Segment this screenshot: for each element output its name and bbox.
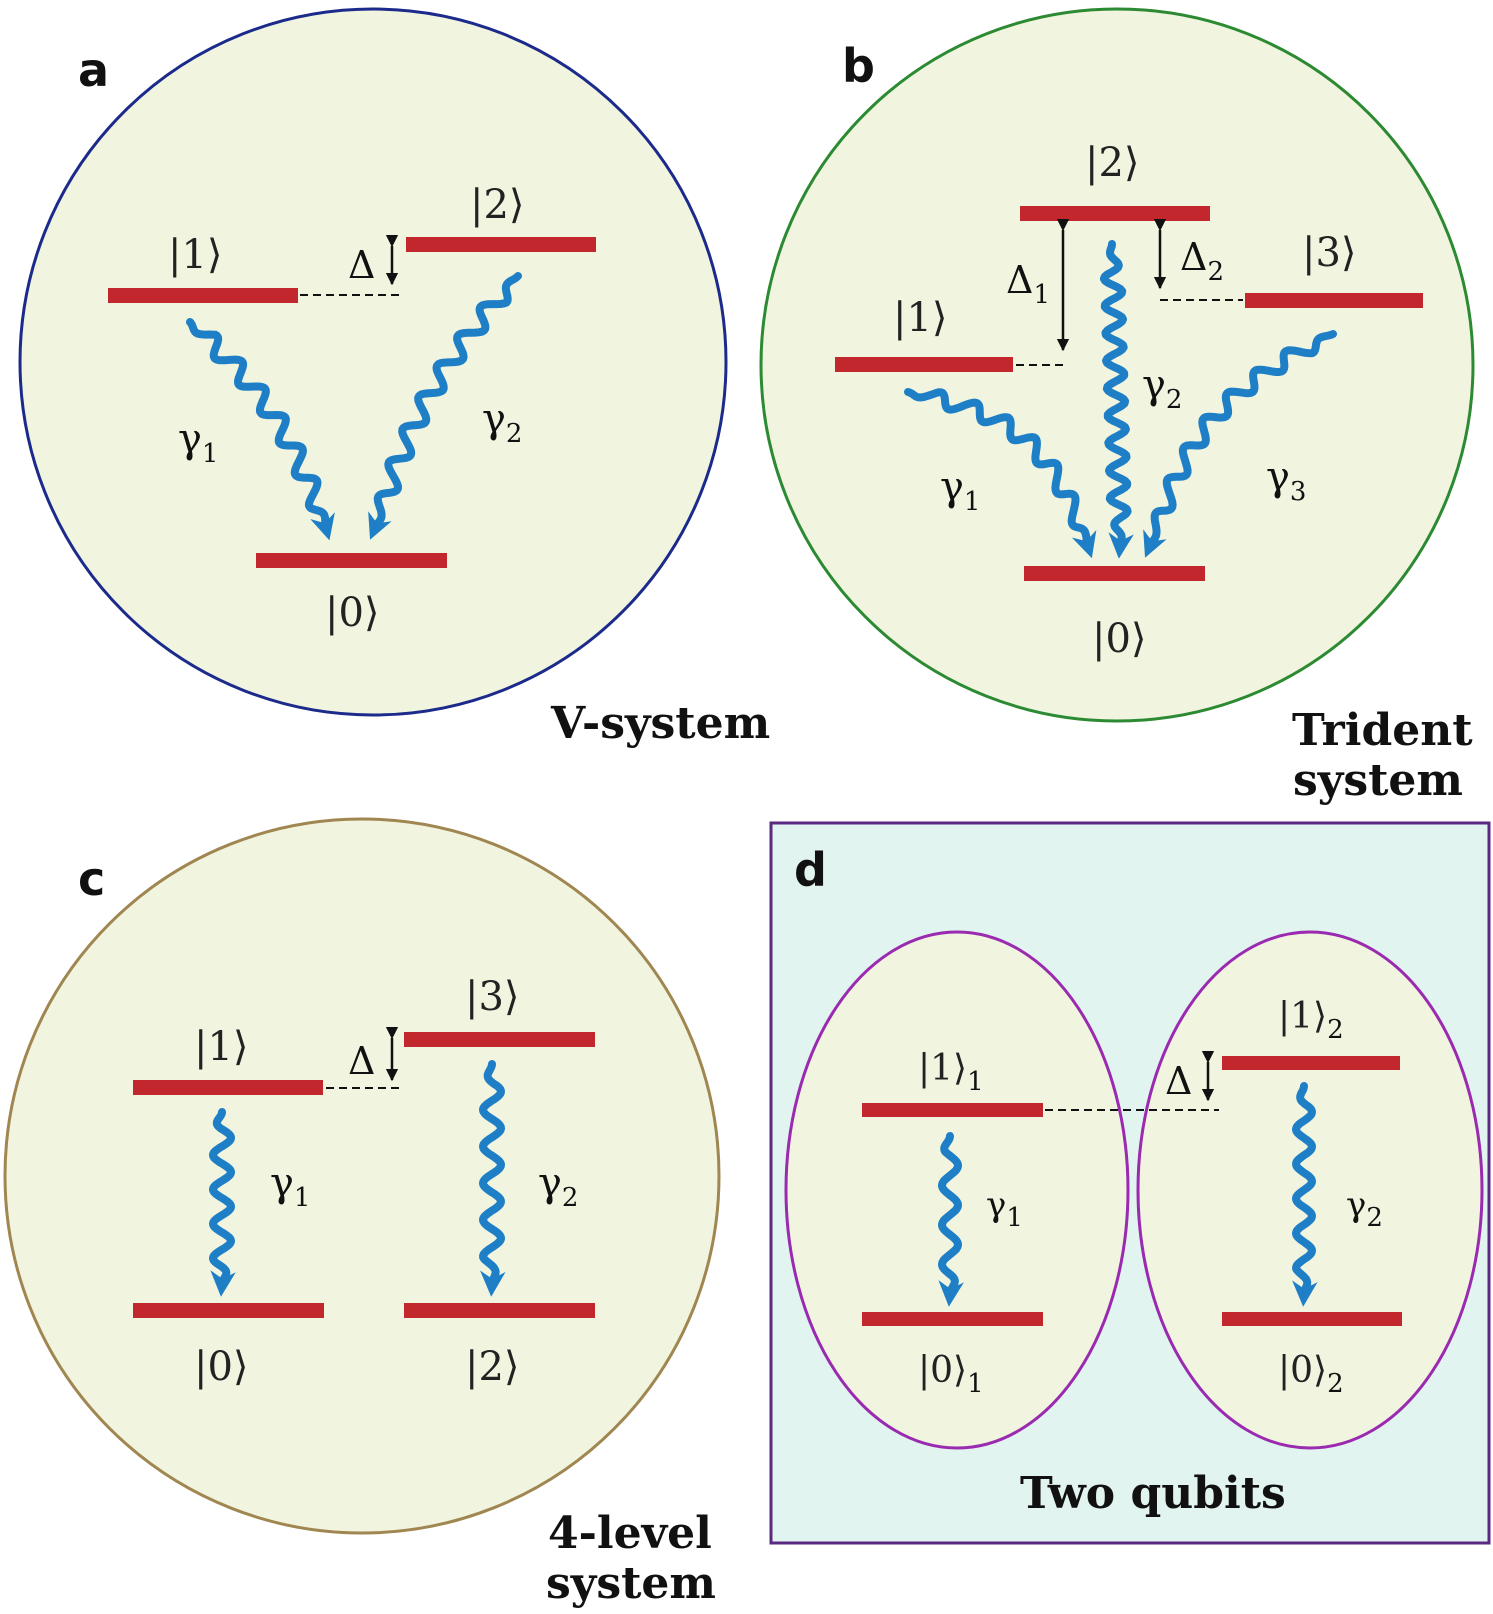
level-d-q2-1 xyxy=(1222,1056,1400,1070)
gamma-a-1: γ1 xyxy=(178,416,218,469)
panel-d-label: d xyxy=(794,843,827,897)
decay-arrow-b-2 xyxy=(1099,240,1134,559)
gamma-d-1: γ1 xyxy=(986,1185,1023,1233)
level-d-q1-0 xyxy=(862,1312,1043,1326)
ket-b-2: |2⟩ xyxy=(1085,140,1140,186)
level-b-1 xyxy=(835,357,1013,372)
decay-arrow-c-2 xyxy=(479,1060,506,1297)
gamma-c-2: γ2 xyxy=(538,1160,578,1213)
caption-b-line1: Trident xyxy=(1292,705,1473,756)
caption-d: Two qubits xyxy=(1020,1468,1286,1519)
ket-a-1: |1⟩ xyxy=(168,232,223,278)
panel-b-label: b xyxy=(842,39,875,93)
panel-a: a Δ |1⟩ |2⟩ |0⟩ γ1 γ2 V-system xyxy=(18,7,770,749)
gamma-b-1: γ1 xyxy=(940,464,980,517)
panel-d: d Δ |1⟩1 |1⟩2 |0⟩1 |0⟩2 γ1 γ2 Two qubits xyxy=(769,821,1491,1545)
caption-c-line2: system xyxy=(546,1558,716,1609)
ket-c-3: |3⟩ xyxy=(465,974,520,1020)
level-a-0 xyxy=(256,553,447,568)
panel-a-circle xyxy=(18,7,728,717)
panel-c-label: c xyxy=(78,852,105,906)
gamma-b-3: γ3 xyxy=(1266,454,1306,507)
ket-a-0: |0⟩ xyxy=(325,590,380,636)
gamma-d-2: γ2 xyxy=(1346,1185,1383,1233)
caption-c-line1: 4-level xyxy=(548,1508,712,1559)
level-b-2 xyxy=(1020,206,1210,221)
panel-c-circle xyxy=(3,817,721,1535)
caption-b-line2: system xyxy=(1293,755,1463,806)
delta1-b: Δ1 xyxy=(1006,258,1050,310)
decay-arrow-c-1 xyxy=(209,1108,236,1297)
decay-arrow-d-1 xyxy=(938,1132,964,1307)
panel-a-label: a xyxy=(78,43,109,97)
level-b-0 xyxy=(1024,566,1205,581)
ket-a-2: |2⟩ xyxy=(470,182,525,228)
decay-arrow-b-3 xyxy=(1143,330,1337,558)
gamma-b-2: γ2 xyxy=(1142,362,1182,415)
panel-b: b Δ1 Δ2 |2⟩ |1⟩ |3⟩ |0⟩ γ1 γ2 γ3 Trident… xyxy=(759,7,1475,806)
level-a-1 xyxy=(108,288,298,303)
ket-b-3: |3⟩ xyxy=(1302,230,1357,276)
delta-c: Δ xyxy=(348,1039,375,1083)
ket-b-1: |1⟩ xyxy=(893,295,948,341)
ket-c-2: |2⟩ xyxy=(465,1344,520,1390)
delta-d: Δ xyxy=(1165,1059,1192,1103)
decay-arrow-b-1 xyxy=(904,388,1097,559)
ket-c-0: |0⟩ xyxy=(194,1344,249,1390)
level-a-2 xyxy=(406,237,596,252)
gamma-c-1: γ1 xyxy=(270,1160,310,1213)
level-c-0 xyxy=(133,1303,324,1318)
ket-d-q2-1: |1⟩2 xyxy=(1278,996,1344,1045)
ket-d-q1-0: |0⟩1 xyxy=(918,1350,984,1399)
ket-d-q1-1: |1⟩1 xyxy=(918,1048,984,1097)
delta-a: Δ xyxy=(348,243,375,287)
ket-b-0: |0⟩ xyxy=(1092,616,1147,662)
level-c-1 xyxy=(133,1080,323,1095)
level-d-q1-1 xyxy=(862,1103,1043,1117)
ket-d-q2-0: |0⟩2 xyxy=(1278,1350,1344,1399)
delta2-b: Δ2 xyxy=(1180,235,1224,287)
level-b-3 xyxy=(1245,293,1423,308)
level-c-3 xyxy=(404,1032,595,1047)
panel-c: c Δ |1⟩ |3⟩ |0⟩ |2⟩ γ1 γ2 4-level system xyxy=(3,817,721,1609)
decay-arrow-a-2 xyxy=(368,272,522,540)
decay-arrow-d-2 xyxy=(1292,1082,1318,1307)
level-d-q2-0 xyxy=(1222,1312,1402,1326)
caption-a: V-system xyxy=(550,698,770,749)
decay-arrow-a-1 xyxy=(186,318,335,541)
ket-c-1: |1⟩ xyxy=(194,1024,249,1070)
gamma-a-2: γ2 xyxy=(482,396,522,449)
level-c-2 xyxy=(404,1303,595,1318)
